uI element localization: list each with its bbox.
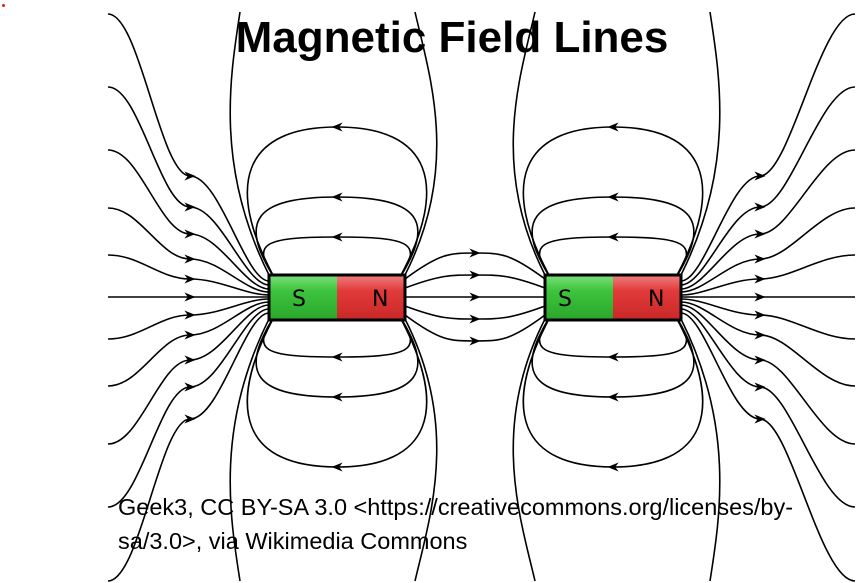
north-label: N — [372, 287, 388, 312]
field-line — [229, 318, 270, 582]
field-line — [108, 304, 270, 445]
field-line — [680, 254, 856, 296]
field-line — [680, 301, 856, 387]
field-line — [246, 122, 428, 278]
field-line — [404, 305, 546, 324]
field-line — [680, 207, 856, 293]
field-line — [680, 86, 856, 286]
field-line — [108, 254, 270, 296]
field-line — [538, 232, 688, 278]
field-line — [108, 86, 270, 286]
field-line — [262, 232, 412, 278]
south-label: S — [558, 287, 572, 312]
magnet-left: S N — [267, 273, 407, 322]
field-line — [108, 207, 270, 293]
field-line — [404, 318, 438, 582]
field-line — [108, 298, 270, 340]
field-line — [229, 11, 270, 276]
field-line — [680, 11, 721, 276]
field-line — [522, 122, 704, 278]
magnet-right: S N — [543, 273, 683, 322]
field-line — [108, 308, 270, 508]
south-pole — [545, 275, 613, 320]
image-credit: Geek3, CC BY-SA 3.0 <https://creativecom… — [118, 494, 794, 554]
field-line — [522, 316, 704, 472]
field-line — [680, 308, 856, 508]
field-lines — [108, 11, 856, 582]
field-line — [255, 316, 419, 402]
field-line — [680, 298, 856, 340]
slide-title: Magnetic Field Lines — [235, 13, 669, 62]
field-line — [404, 314, 546, 346]
field-line — [531, 316, 695, 402]
field-line — [255, 192, 419, 278]
field-line — [108, 301, 270, 387]
field-line — [680, 149, 856, 290]
north-pole — [337, 275, 405, 320]
south-label: S — [292, 287, 306, 312]
field-line — [680, 312, 856, 582]
field-line — [531, 192, 695, 278]
field-line — [246, 316, 428, 472]
north-pole — [613, 275, 681, 320]
field-line — [108, 312, 270, 582]
south-pole — [269, 275, 337, 320]
field-line — [108, 149, 270, 290]
north-label: N — [648, 287, 664, 312]
field-line — [512, 318, 546, 582]
field-line — [680, 318, 721, 582]
red-marker-dot — [2, 4, 5, 7]
field-line — [680, 13, 856, 282]
field-line — [538, 316, 688, 362]
field-line — [404, 248, 546, 280]
field-line — [680, 304, 856, 445]
field-line — [512, 11, 546, 276]
field-line — [404, 270, 546, 289]
field-line — [108, 13, 270, 282]
field-line — [404, 11, 438, 276]
field-line — [262, 316, 412, 362]
